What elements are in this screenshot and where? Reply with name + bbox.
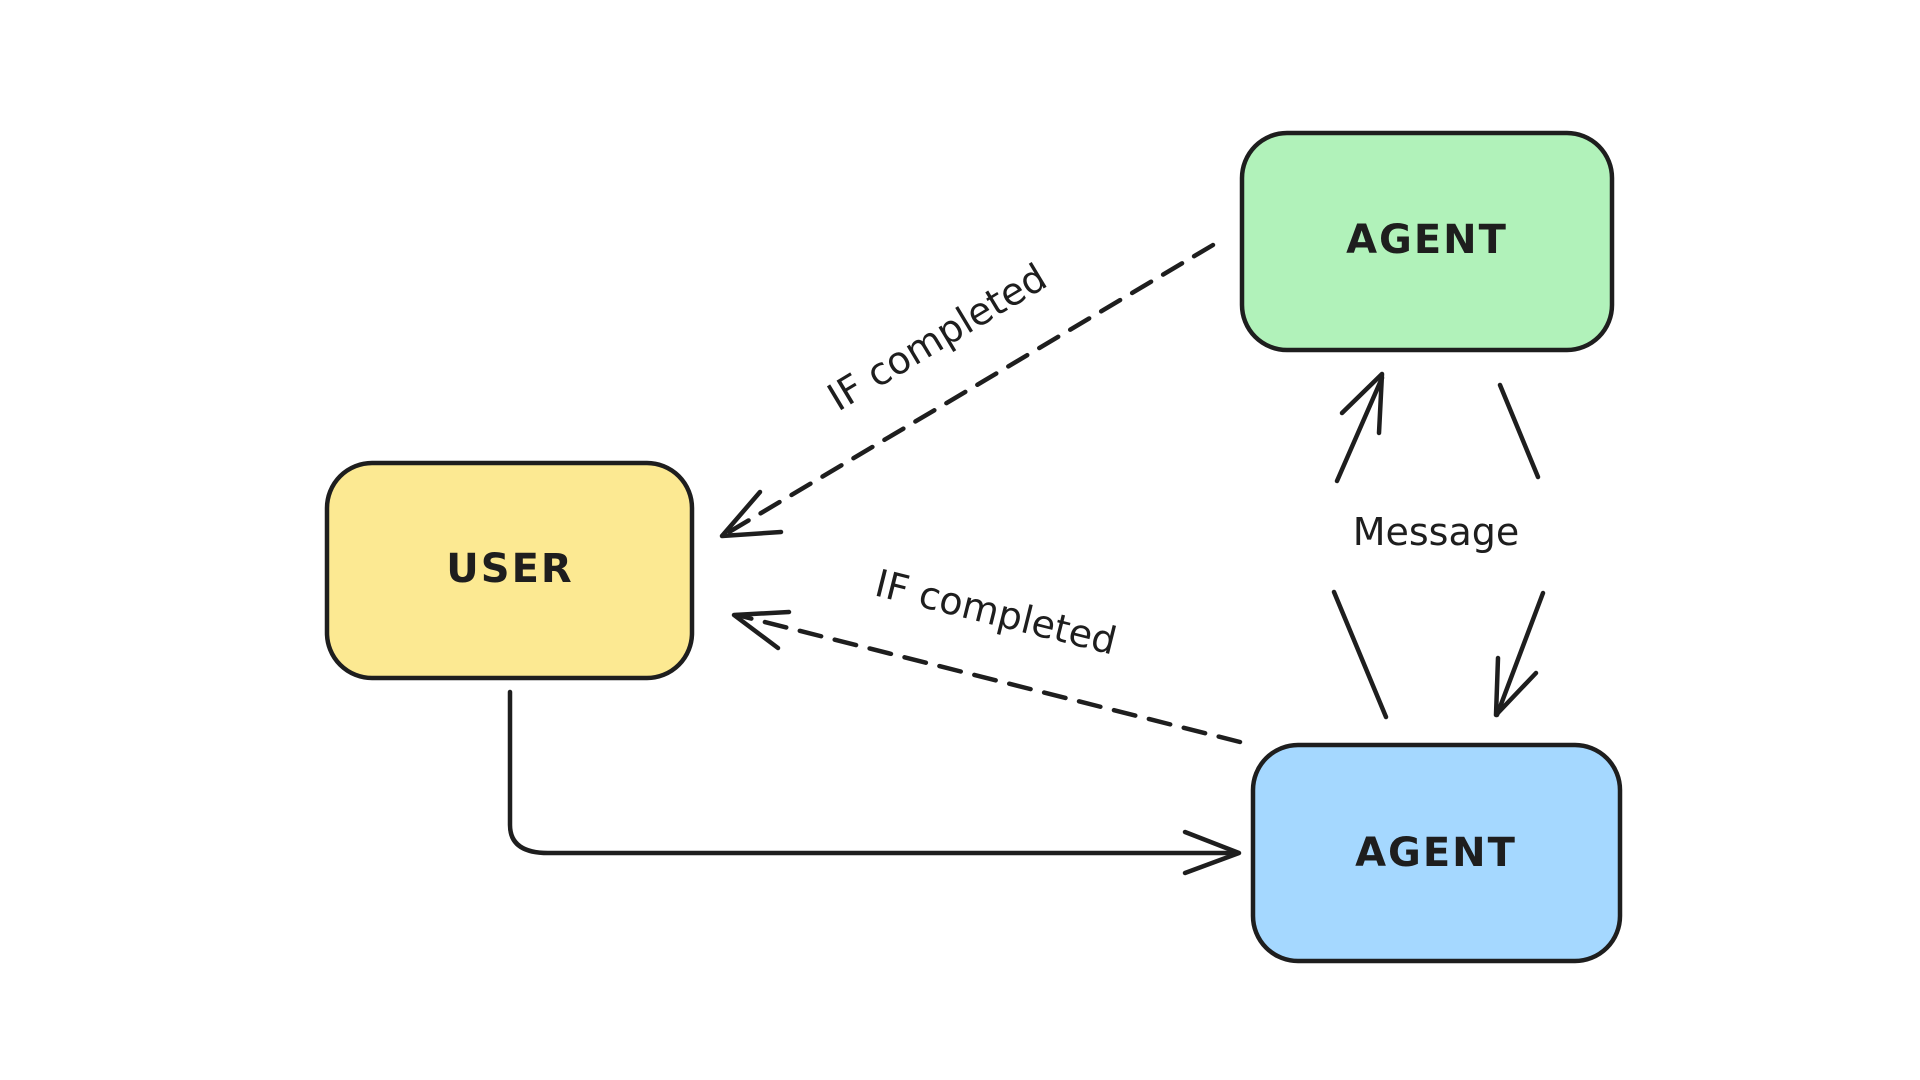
user-box: [324, 460, 695, 681]
edge-agent-bottom-to-agent-top: [1331, 371, 1389, 720]
edge-agent-bottom-to-agent-top-upper: [1334, 375, 1385, 484]
agent-top-node[interactable]: AGENT: [1239, 130, 1615, 353]
agent-bottom-label: AGENT: [1355, 830, 1517, 876]
edge-agent-top-to-agent-bottom-lower: [1494, 590, 1546, 718]
edge-user-to-agent-bottom-line: [507, 689, 1241, 856]
edge-agent-top-to-agent-bottom-upper: [1497, 382, 1541, 480]
agent-bottom-box: [1250, 742, 1623, 964]
edge-agent-bottom-to-agent-top-arrowhead: [1339, 371, 1385, 436]
message-label: Message: [1353, 510, 1520, 554]
edge-agent-bottom-to-agent-top-lower: [1331, 589, 1389, 720]
edge-user-to-agent-bottom-arrowhead: [1182, 829, 1242, 876]
edge-agent-bottom-to-user-line: [734, 612, 1243, 745]
agent-bottom-node[interactable]: AGENT: [1250, 742, 1623, 964]
user-label: USER: [446, 546, 573, 592]
edge-agent-top-to-agent-bottom: [1493, 382, 1546, 718]
edge-agent-top-to-user: IF completed: [719, 242, 1216, 539]
user-node[interactable]: USER: [324, 460, 695, 681]
agent-top-box: [1239, 130, 1615, 353]
edge-agent-top-to-agent-bottom-arrowhead: [1493, 655, 1539, 718]
edge-agent-top-to-user-label: IF completed: [820, 255, 1054, 420]
edge-agent-bottom-to-user: IF completed: [731, 561, 1243, 745]
edge-user-to-agent-bottom: [507, 689, 1242, 876]
edge-agent-bottom-to-user-label: IF completed: [871, 561, 1121, 663]
edge-agent-bottom-to-user-arrowhead: [731, 609, 792, 651]
edge-agent-top-to-user-arrowhead: [719, 489, 784, 539]
edge-agent-top-to-user-line: [721, 242, 1216, 538]
agent-top-label: AGENT: [1346, 217, 1508, 263]
